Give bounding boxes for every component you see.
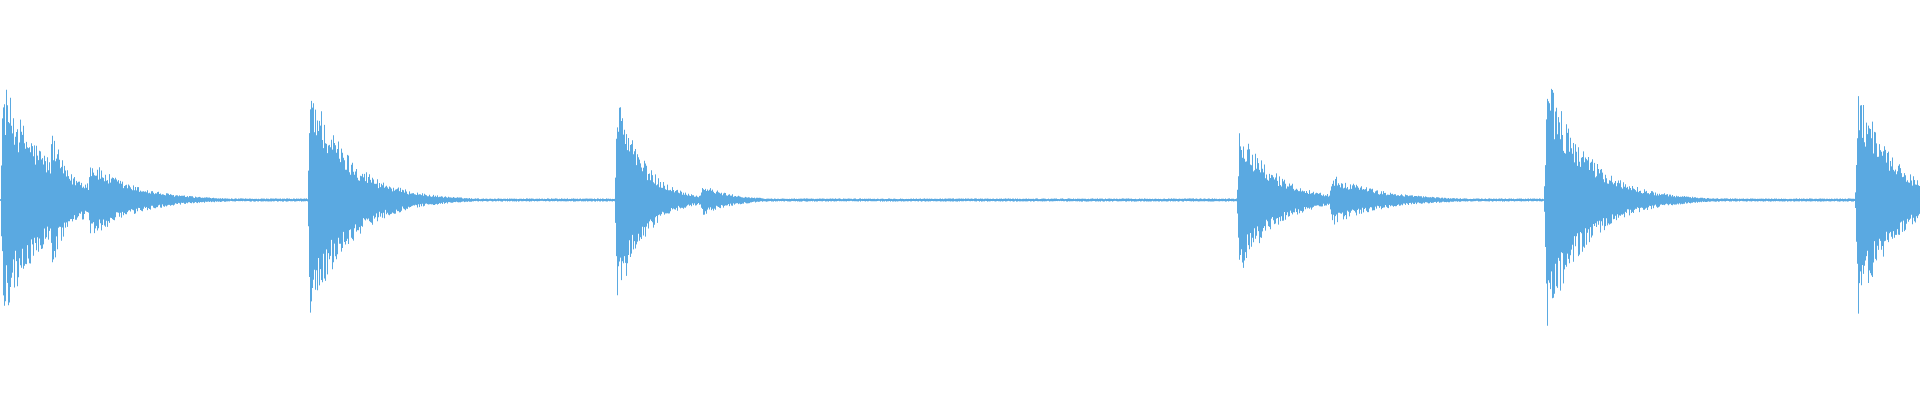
waveform-path [0, 88, 1920, 326]
